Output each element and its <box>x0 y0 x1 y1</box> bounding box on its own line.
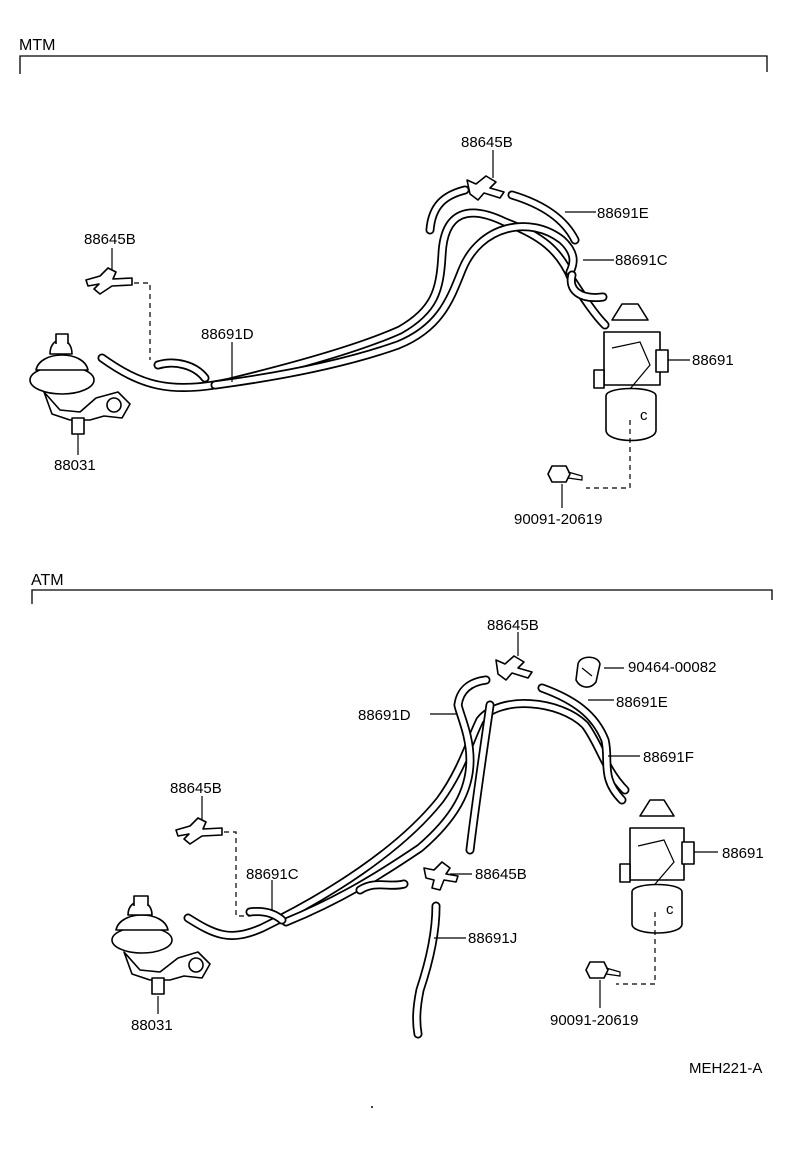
mtm-label-vsv: 88691 <box>692 352 734 369</box>
atm-bolt-part <box>585 961 621 979</box>
atm-label-hose-c: 88691C <box>246 866 299 883</box>
mtm-hoses <box>97 185 610 393</box>
atm-label-hose-e: 88691E <box>616 694 668 711</box>
atm-label-vsv: 88691 <box>722 845 764 862</box>
atm-tee-left-part <box>175 817 223 845</box>
atm-label-hose-d: 88691D <box>358 707 411 724</box>
mtm-tee-left-part <box>85 267 133 295</box>
mtm-label-tee-left: 88645B <box>84 231 136 248</box>
mtm-label-hose-d: 88691D <box>201 326 254 343</box>
atm-section-frame <box>31 589 773 604</box>
mtm-label-egr-valve: 88031 <box>54 457 96 474</box>
atm-tee-top-part <box>495 655 533 681</box>
mtm-vsv-part: c <box>593 303 669 442</box>
atm-label-tee-top: 88645B <box>487 617 539 634</box>
mtm-label-tee-top: 88645B <box>461 134 513 151</box>
mtm-label-bolt: 90091-20619 <box>514 511 602 528</box>
mtm-bolt-part <box>547 465 583 483</box>
diagram-code: MEH221-A <box>689 1060 762 1077</box>
mtm-hose-parallel <box>210 222 578 390</box>
atm-hose-main <box>183 699 630 940</box>
atm-label-clamp: 90464-00082 <box>628 659 716 676</box>
mtm-label-hose-c: 88691C <box>615 252 668 269</box>
atm-section-title: ATM <box>31 572 64 589</box>
atm-section: ATM <box>31 572 773 1039</box>
atm-clamp-part <box>575 656 601 688</box>
svg-text:c: c <box>666 901 674 918</box>
svg-text:c: c <box>640 407 648 424</box>
atm-label-hose-j: 88691J <box>468 930 517 947</box>
atm-label-egr-valve: 88031 <box>131 1017 173 1034</box>
atm-label-tee-left: 88645B <box>170 780 222 797</box>
mtm-section-frame <box>19 55 768 74</box>
mtm-tee-top-part <box>466 175 505 201</box>
atm-tee-mid-part <box>423 861 459 891</box>
mtm-section-title: MTM <box>19 37 55 54</box>
atm-label-bolt: 90091-20619 <box>550 1012 638 1029</box>
mtm-label-hose-e: 88691E <box>597 205 649 222</box>
atm-egr-valve-part <box>111 895 211 995</box>
mtm-section: MTM <box>19 37 768 528</box>
atm-vsv-part: c <box>619 799 695 934</box>
atm-label-tee-mid: 88645B <box>475 866 527 883</box>
mtm-egr-valve-part <box>29 333 131 435</box>
atm-label-hose-f: 88691F <box>643 749 694 766</box>
atm-hoses <box>183 675 630 1039</box>
